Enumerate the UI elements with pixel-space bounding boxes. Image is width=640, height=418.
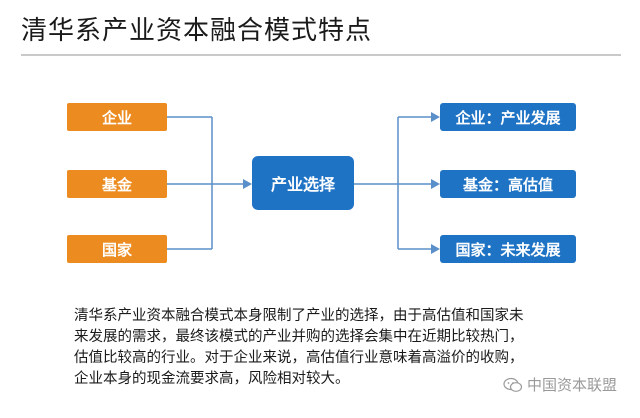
title-divider: [21, 54, 621, 56]
arrowhead-right-3: [431, 244, 440, 254]
watermark-text: 中国资本联盟: [527, 376, 618, 394]
box-nation: 国家: [67, 235, 167, 263]
paragraph-line: 清华系产业资本融合模式本身限制了产业的选择，由于高估值和国家未: [74, 308, 524, 324]
arrowhead-right-1: [431, 112, 440, 122]
paragraph-line: 估值比较高的行业。对于企业来说，高估值行业意味着高溢价的收购，: [74, 350, 524, 366]
box-enterprise-industry-development: 企业：产业发展: [440, 103, 576, 131]
box-enterprise: 企业: [67, 103, 167, 131]
watermark: 中国资本联盟: [503, 374, 617, 395]
box-nation-future-development: 国家：未来发展: [440, 235, 576, 263]
box-industry-selection: 产业选择: [252, 156, 354, 210]
arrowhead-center: [243, 179, 252, 189]
box-fund-high-valuation: 基金：高估值: [440, 170, 576, 198]
page-title: 清华系产业资本融合模式特点: [21, 16, 373, 46]
description-paragraph: 清华系产业资本融合模式本身限制了产业的选择，由于高估值和国家未 来发展的需求，最…: [74, 306, 594, 390]
paragraph-line: 来发展的需求，最终该模式的产业并购的选择会集中在近期比较热门，: [74, 329, 524, 345]
wechat-icon: [503, 377, 523, 392]
box-fund: 基金: [67, 170, 167, 198]
arrowhead-right-2: [431, 179, 440, 189]
paragraph-line: 企业本身的现金流要求高，风险相对较大。: [74, 371, 350, 387]
